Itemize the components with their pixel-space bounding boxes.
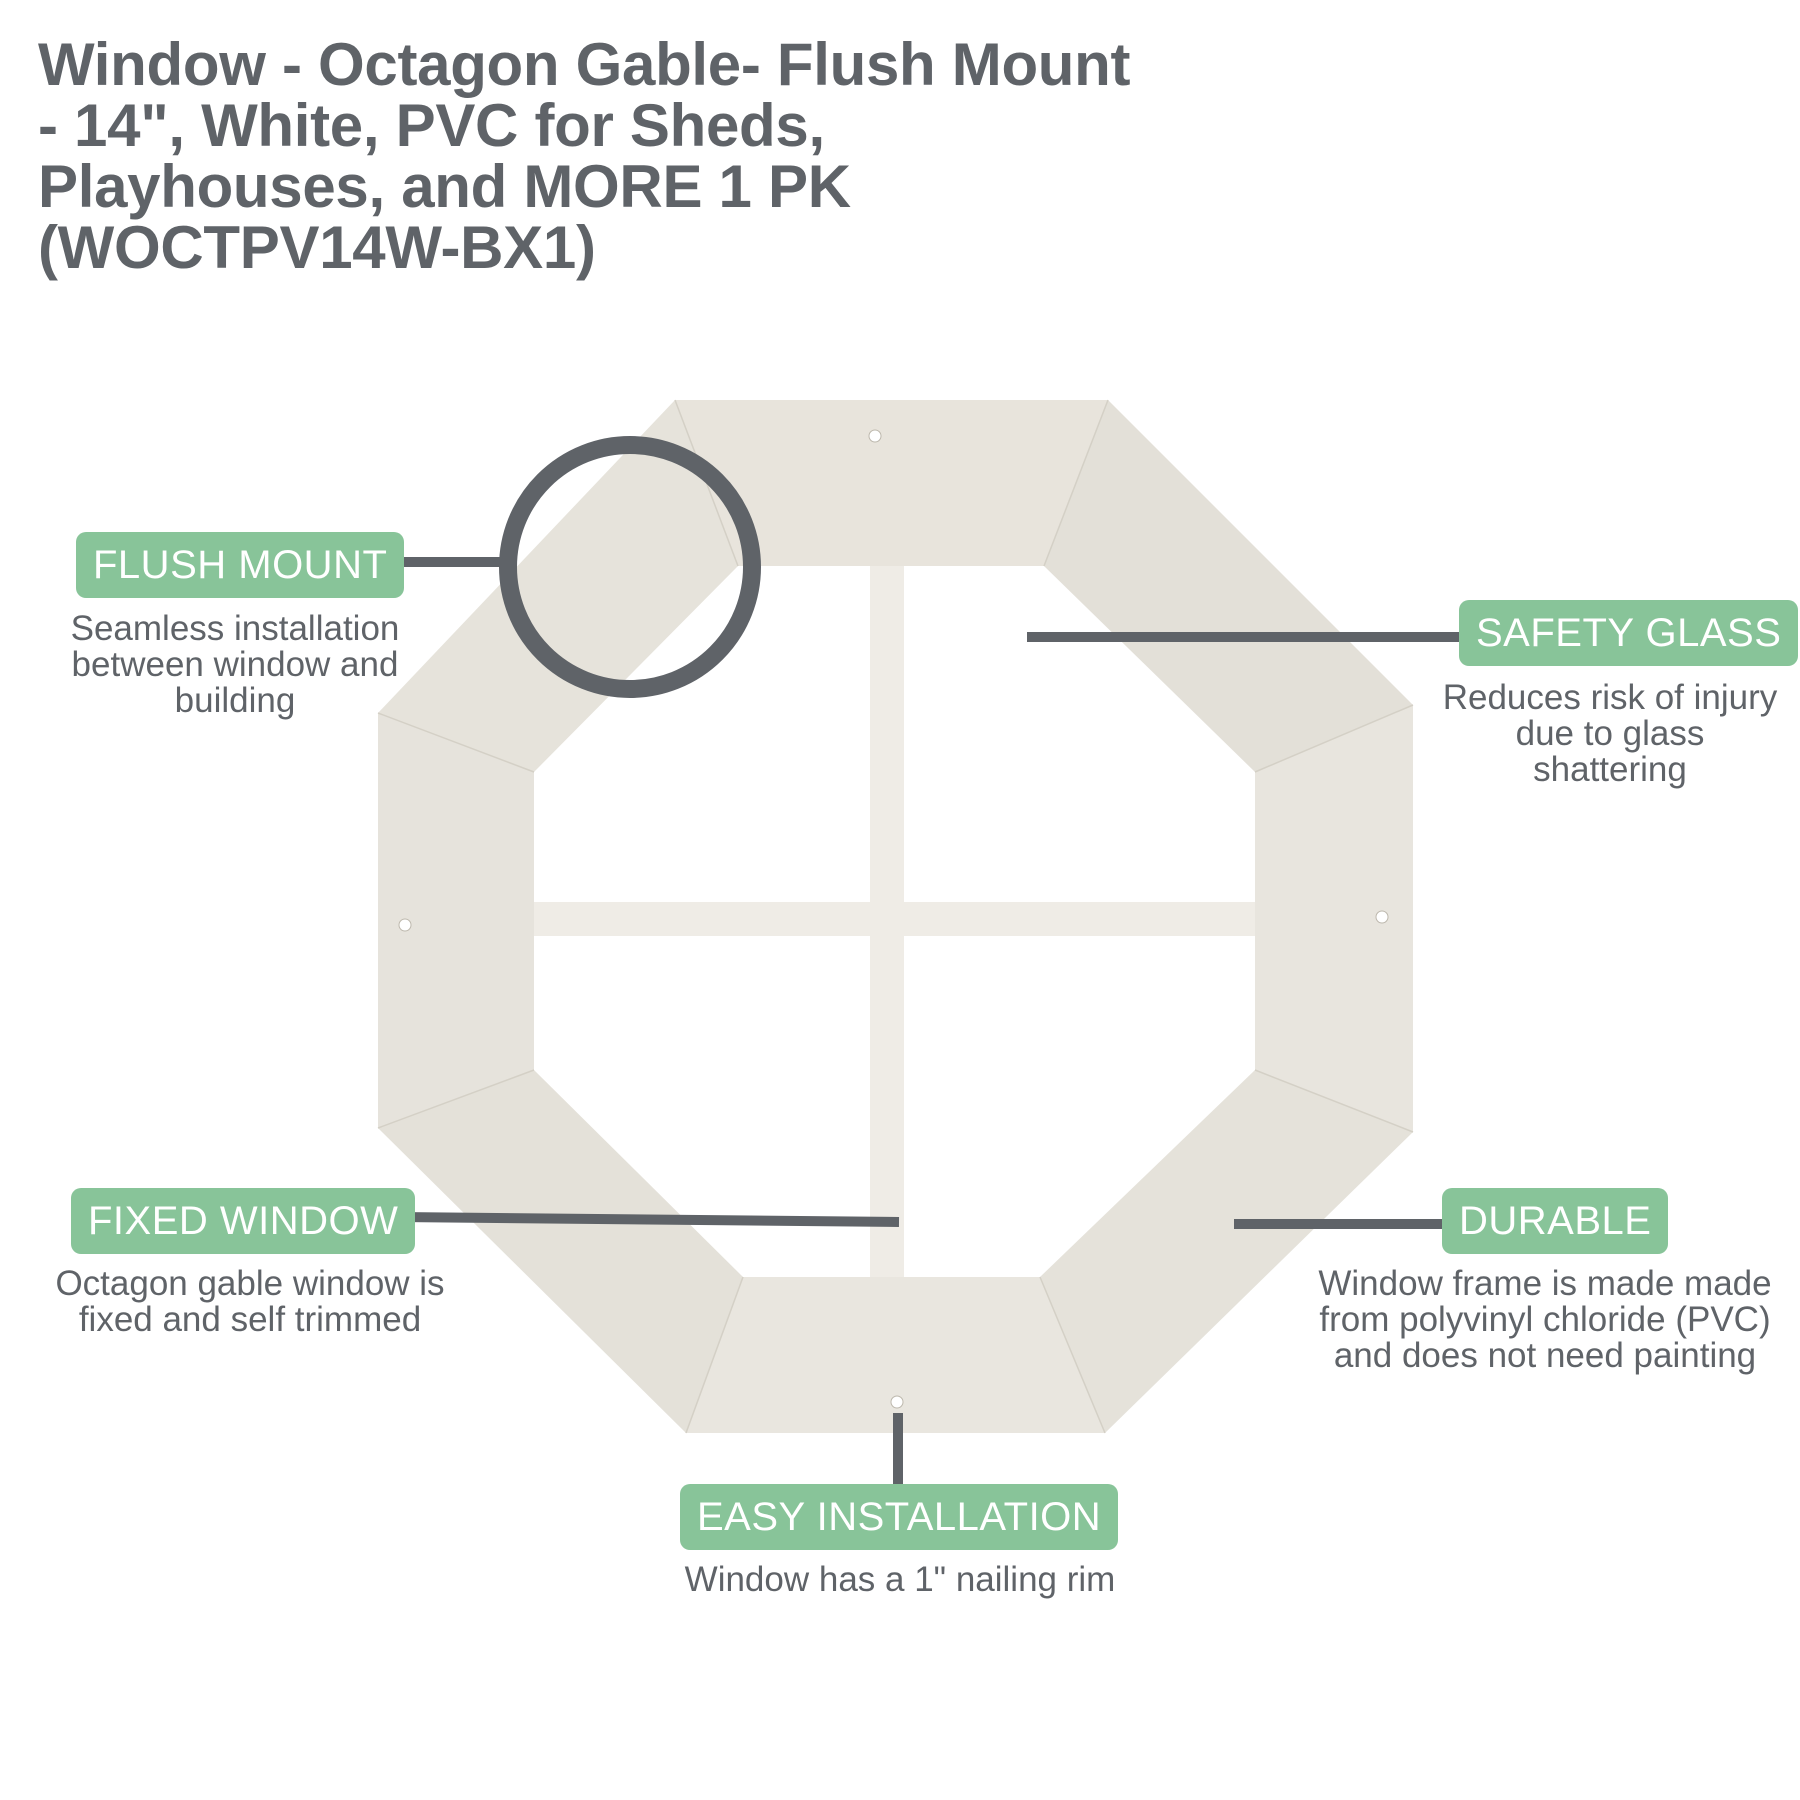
nail-holes: [398, 429, 1389, 1409]
easy-installation-description: Window has a 1" nailing rim: [640, 1562, 1160, 1598]
nail-hole-top: [868, 429, 882, 443]
muntin-bars: [534, 566, 1255, 1277]
horizontal-muntin: [534, 902, 1255, 936]
octagon-frame: [377, 399, 1414, 1434]
description-line: Octagon gable window is: [55, 1264, 445, 1303]
nail-hole-right: [1375, 910, 1389, 924]
fixed-window-badge: FIXED WINDOW: [71, 1188, 416, 1254]
description-line: fixed and self trimmed: [78, 1300, 422, 1339]
description-line: Seamless installation: [70, 609, 400, 648]
flush-mount-description: Seamless installation between window and…: [30, 611, 440, 719]
title-line: - 14", White, PVC for Sheds,: [38, 92, 825, 159]
connector-fixed-window: [397, 1212, 900, 1227]
description-line: Window frame is made made: [1318, 1264, 1772, 1303]
description-line: Window has a 1" nailing rim: [684, 1560, 1116, 1599]
frame-bottom: [686, 1277, 1105, 1433]
frame-lower-right: [1040, 1070, 1413, 1433]
flush-mount-badge: FLUSH MOUNT: [76, 532, 405, 598]
nail-hole-bottom: [890, 1395, 904, 1409]
page-title: Window - Octagon Gable- Flush Mount - 14…: [38, 34, 1138, 278]
description-line: and does not need painting: [1333, 1336, 1757, 1375]
frame-lower-left: [378, 1070, 743, 1433]
easy-installation-badge: EASY INSTALLATION: [680, 1484, 1119, 1550]
callout-connectors: [395, 557, 1462, 1485]
fixed-window-description: Octagon gable window is fixed and self t…: [20, 1266, 480, 1338]
title-line: Window - Octagon Gable- Flush Mount: [38, 31, 1131, 98]
durable-description: Window frame is made made from polyvinyl…: [1295, 1266, 1795, 1374]
frame-left: [378, 713, 534, 1128]
frame-upper-left: [378, 400, 738, 772]
description-line: between window and: [71, 645, 399, 684]
description-line: shattering: [1533, 750, 1687, 789]
description-line: building: [174, 681, 296, 720]
safety-glass-badge: SAFETY GLASS: [1459, 600, 1799, 666]
frame-top: [675, 400, 1108, 566]
title-line: Playhouses, and MORE 1 PK: [38, 153, 851, 220]
title-line: (WOCTPV14W-BX1): [38, 214, 596, 281]
nail-hole-left: [398, 918, 412, 932]
description-line: due to glass: [1515, 714, 1705, 753]
frame-right: [1255, 705, 1413, 1132]
safety-glass-description: Reduces risk of injury due to glass shat…: [1410, 680, 1800, 788]
description-line: Reduces risk of injury: [1442, 678, 1778, 717]
description-line: from polyvinyl chloride (PVC): [1319, 1300, 1771, 1339]
frame-upper-right: [1044, 400, 1413, 772]
durable-badge: DURABLE: [1442, 1188, 1669, 1254]
